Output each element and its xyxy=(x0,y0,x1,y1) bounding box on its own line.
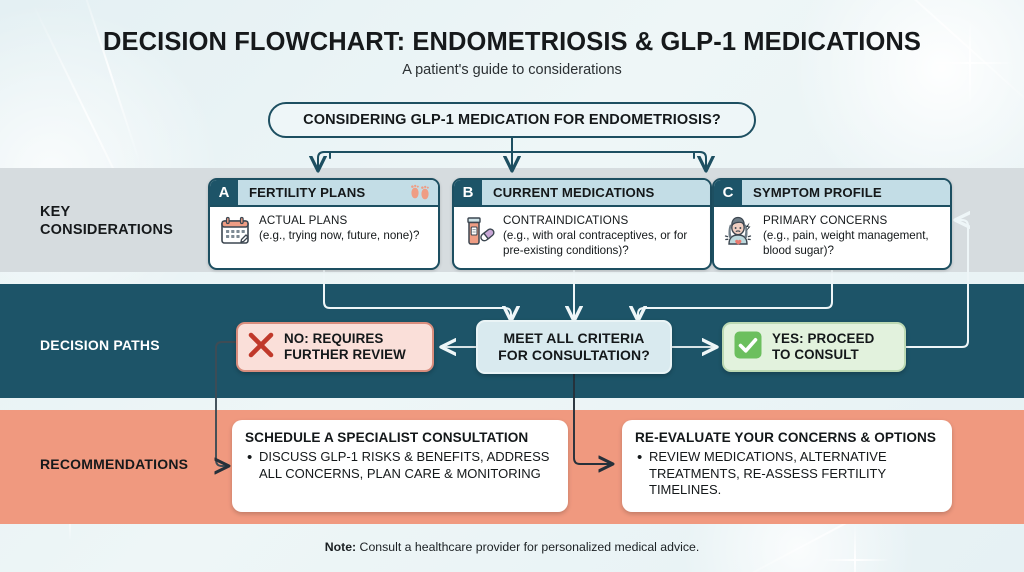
decision-no-text: NO: REQUIRES FURTHER REVIEW xyxy=(284,331,406,363)
decision-criteria-line1: MEET ALL CRITERIA xyxy=(503,330,645,347)
consideration-card-c[interactable]: C SYMPTOM PROFILE xyxy=(712,178,952,270)
card-header: B CURRENT MEDICATIONS xyxy=(454,180,710,207)
recommendation-title-schedule: SCHEDULE A SPECIALIST CONSULTATION xyxy=(245,430,529,445)
start-question-box[interactable]: CONSIDERING GLP-1 MEDICATION FOR ENDOMET… xyxy=(268,102,756,138)
card-header: A FERTILITY PLANS xyxy=(210,180,438,207)
card-body: ACTUAL PLANS (e.g., trying now, future, … xyxy=(210,207,438,249)
consideration-card-b[interactable]: B CURRENT MEDICATIONS CONTRAINDICA xyxy=(452,178,712,270)
check-mark-icon xyxy=(733,330,763,365)
calendar-icon xyxy=(218,213,252,249)
decision-criteria-line2: FOR CONSULTATION? xyxy=(498,347,650,363)
light-streak-decor xyxy=(78,0,142,167)
band-label-recommendations: RECOMMENDATIONS xyxy=(40,456,189,472)
footprints-icon xyxy=(409,180,438,205)
decision-yes-text: YES: PROCEED TO CONSULT xyxy=(772,331,874,363)
card-header: C SYMPTOM PROFILE xyxy=(714,180,950,207)
decision-yes-box[interactable]: YES: PROCEED TO CONSULT xyxy=(722,322,906,372)
pill-bottle-icon xyxy=(462,213,496,249)
consideration-card-a[interactable]: A FERTILITY PLANS xyxy=(208,178,440,270)
card-detail-a: (e.g., trying now, future, none)? xyxy=(259,228,420,242)
decision-criteria-text: MEET ALL CRITERIA FOR CONSULTATION? xyxy=(498,330,650,364)
card-text-b: CONTRAINDICATIONS (e.g., with oral contr… xyxy=(503,213,702,259)
recommendation-card-schedule[interactable]: SCHEDULE A SPECIALIST CONSULTATION DISCU… xyxy=(232,420,568,512)
decision-no-line1: NO: REQUIRES xyxy=(284,330,384,346)
card-detail-b: (e.g., with oral contraceptives, or for … xyxy=(503,228,688,257)
card-text-c: PRIMARY CONCERNS (e.g., pain, weight man… xyxy=(763,213,942,259)
band-label-key-considerations: KEY CONSIDERATIONS xyxy=(40,204,174,239)
patient-pain-icon xyxy=(722,213,756,249)
card-text-a: ACTUAL PLANS (e.g., trying now, future, … xyxy=(259,213,419,244)
page-title: DECISION FLOWCHART: ENDOMETRIOSIS & GLP-… xyxy=(103,28,921,56)
card-body: PRIMARY CONCERNS (e.g., pain, weight man… xyxy=(714,207,950,259)
recommendation-title-reevaluate: RE-EVALUATE YOUR CONCERNS & OPTIONS xyxy=(635,430,937,445)
page-subtitle: A patient's guide to considerations xyxy=(402,62,622,78)
decision-criteria-box[interactable]: MEET ALL CRITERIA FOR CONSULTATION? xyxy=(476,320,672,374)
card-heading-a: ACTUAL PLANS xyxy=(259,214,348,227)
band-label-decision-paths: DECISION PATHS xyxy=(40,337,160,353)
decision-yes-line2: TO CONSULT xyxy=(772,347,859,362)
decision-yes-line1: YES: PROCEED xyxy=(772,330,875,346)
card-title-a: FERTILITY PLANS xyxy=(249,185,366,200)
card-badge-a: A xyxy=(210,180,238,205)
footer-note: Note: Consult a healthcare provider for … xyxy=(0,540,1024,554)
list-item: REVIEW MEDICATIONS, ALTERNATIVE TREATMEN… xyxy=(637,448,939,499)
decision-no-line2: FURTHER REVIEW xyxy=(284,347,406,362)
footer-note-text: Consult a healthcare provider for person… xyxy=(356,540,700,554)
footer-note-prefix: Note: xyxy=(324,540,357,554)
card-badge-c: C xyxy=(714,180,742,205)
recommendation-list-schedule: DISCUSS GLP-1 RISKS & BENEFITS, ADDRESS … xyxy=(245,448,555,482)
card-heading-c: PRIMARY CONCERNS xyxy=(763,214,888,227)
card-body: CONTRAINDICATIONS (e.g., with oral contr… xyxy=(454,207,710,259)
decision-no-box[interactable]: NO: REQUIRES FURTHER REVIEW xyxy=(236,322,434,372)
card-title-c: SYMPTOM PROFILE xyxy=(753,185,882,200)
card-badge-b: B xyxy=(454,180,482,205)
card-detail-c: (e.g., pain, weight management, blood su… xyxy=(763,228,929,257)
recommendation-list-reevaluate: REVIEW MEDICATIONS, ALTERNATIVE TREATMEN… xyxy=(635,448,939,499)
x-mark-icon xyxy=(246,330,276,365)
list-item: DISCUSS GLP-1 RISKS & BENEFITS, ADDRESS … xyxy=(247,448,555,482)
recommendation-card-reevaluate[interactable]: RE-EVALUATE YOUR CONCERNS & OPTIONS REVI… xyxy=(622,420,952,512)
card-title-b: CURRENT MEDICATIONS xyxy=(493,185,655,200)
card-heading-b: CONTRAINDICATIONS xyxy=(503,214,629,227)
